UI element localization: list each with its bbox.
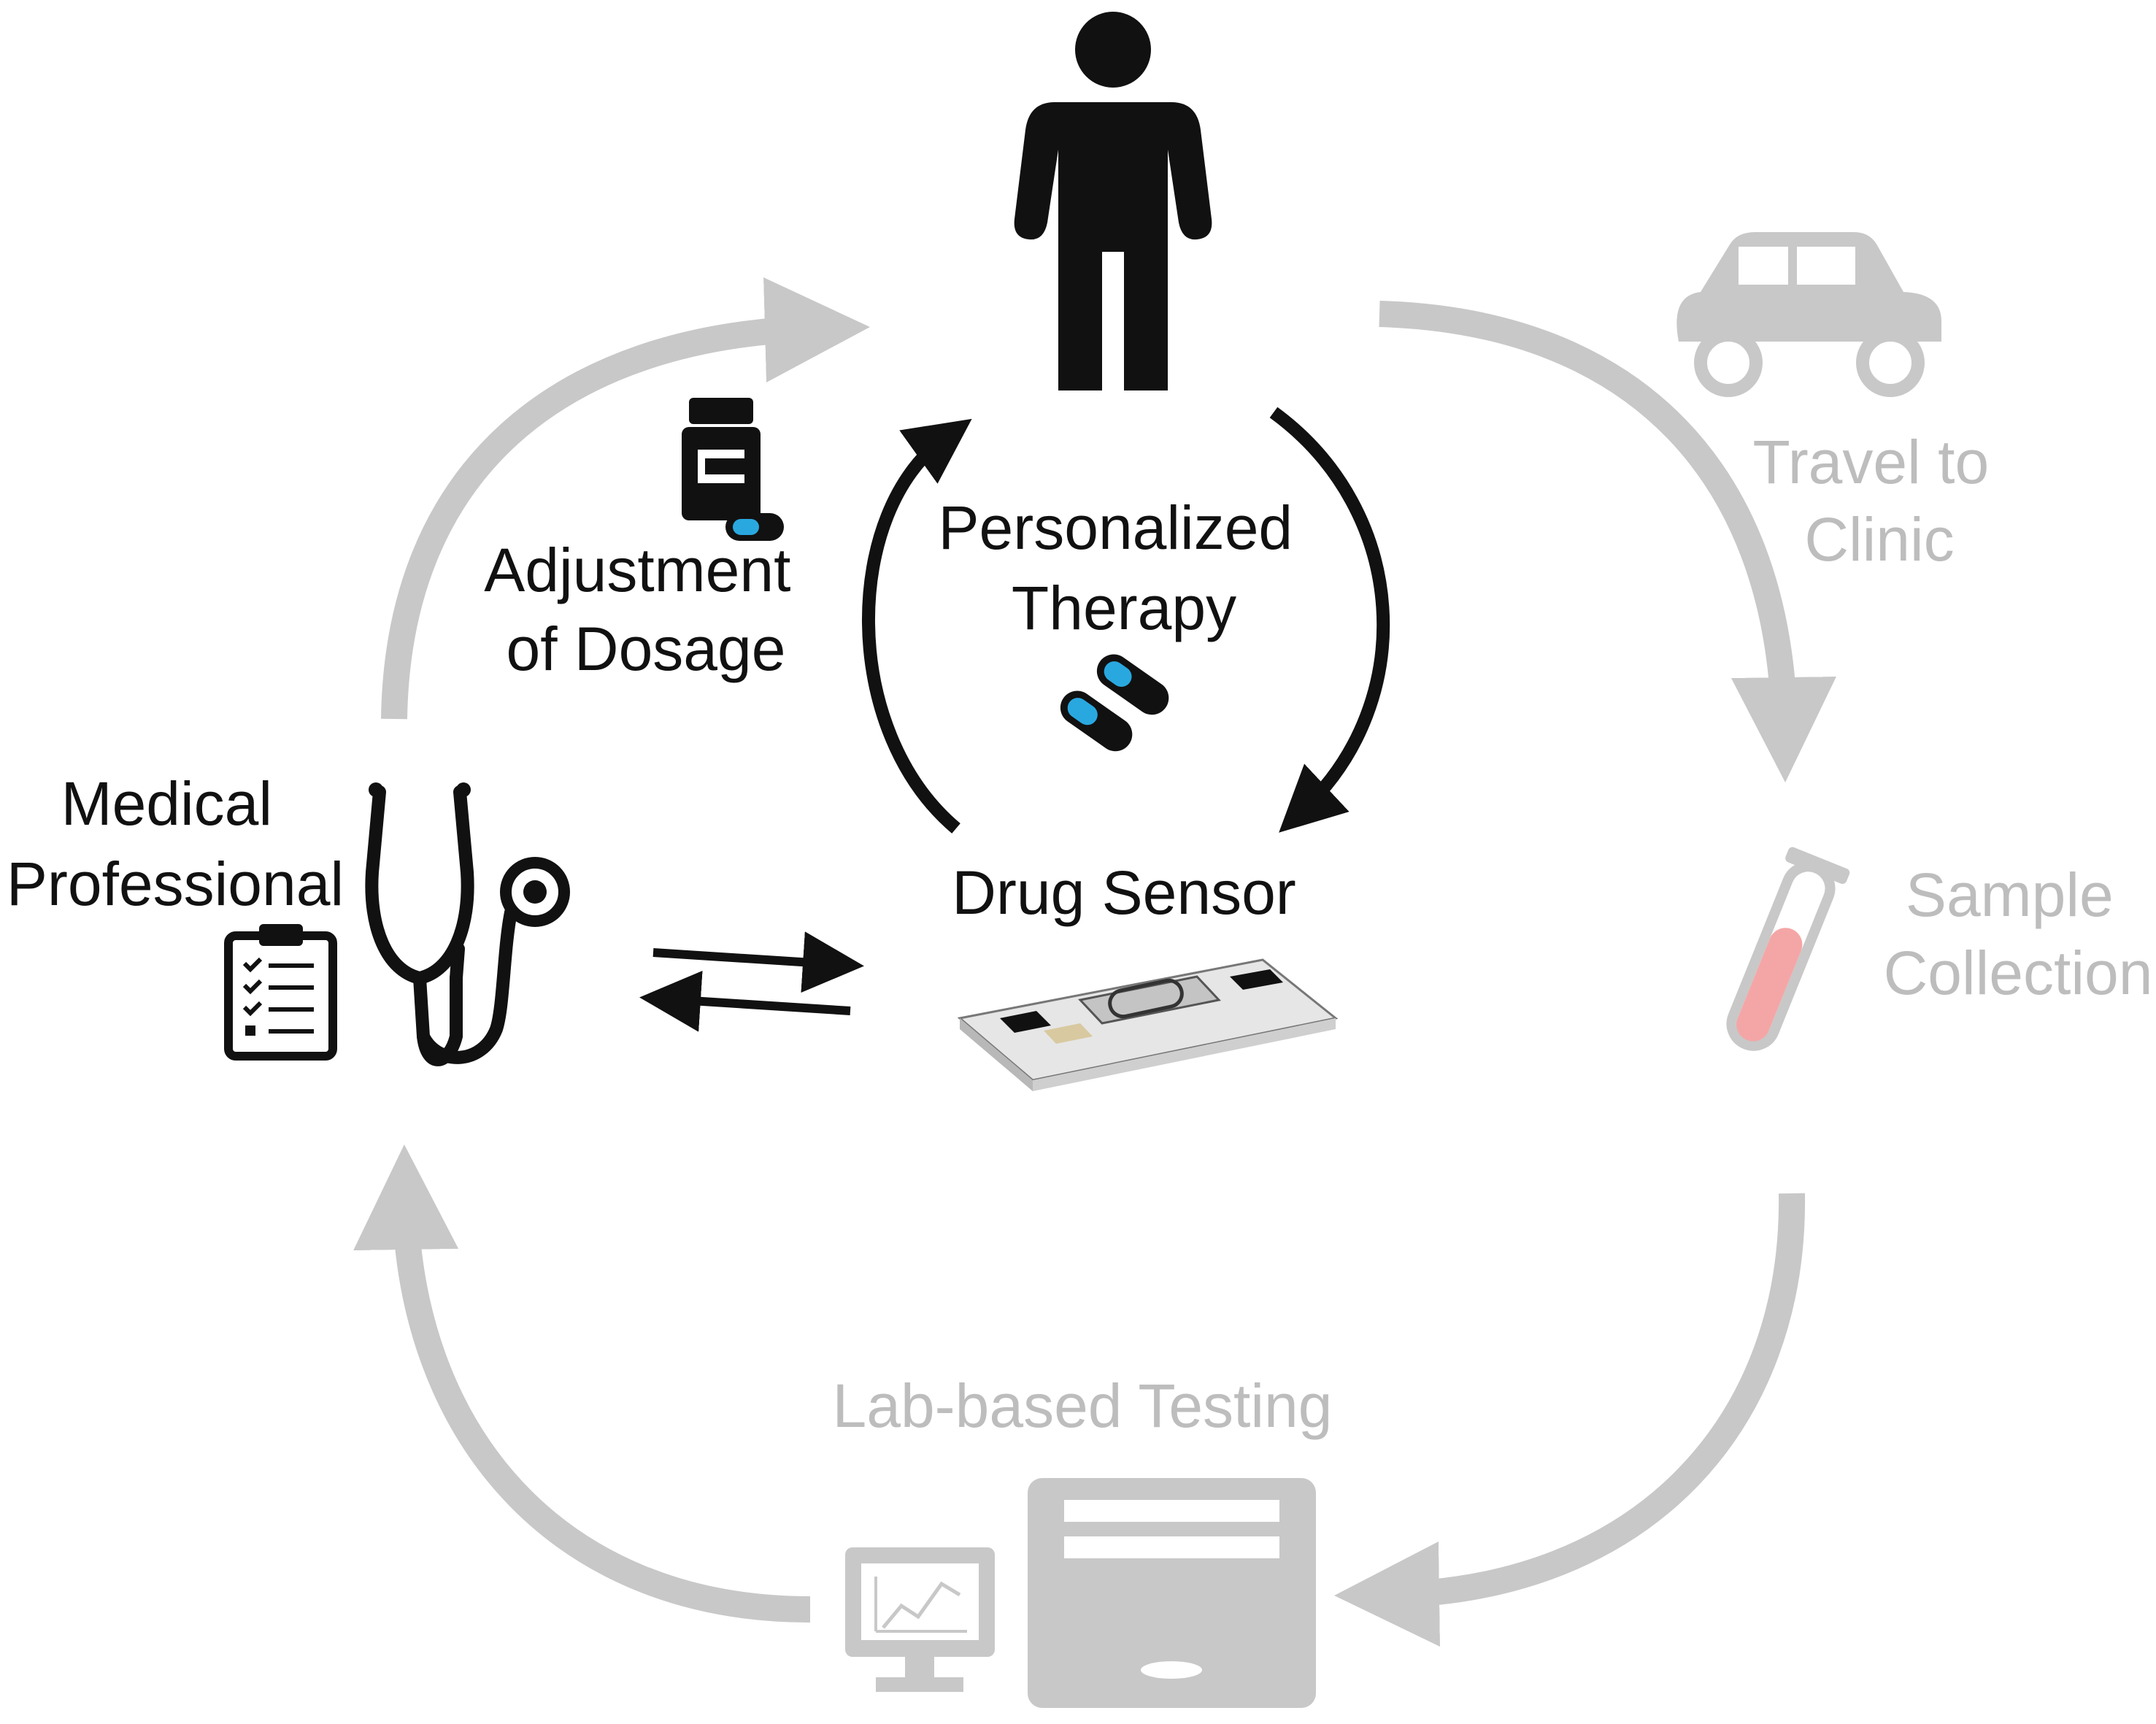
label-therapy-line2: Therapy [1012, 574, 1236, 642]
arrow-sensor-to-patient [862, 418, 972, 834]
arrow-patient-to-travel [1379, 301, 1836, 782]
capsules-icon [1060, 654, 1169, 752]
clipboard-icon [224, 924, 337, 1061]
label-sample-collection: Sample Collection [1884, 861, 2153, 1007]
label-travel-to-clinic: Travel to Clinic [1753, 428, 2006, 574]
label-drug-sensor: Drug Sensor [952, 858, 1296, 927]
label-professional-line2: Professional [7, 850, 344, 918]
stethoscope-icon [365, 782, 570, 1066]
arrow-to-professional [639, 970, 851, 1032]
label-personalized-therapy: Personalized Therapy [939, 493, 1310, 642]
inner-cycle [862, 407, 1390, 834]
arrow-professional-to-patient [381, 277, 870, 720]
label-sample-line1: Sample [1906, 861, 2114, 929]
label-clinic-line2: Clinic [1804, 505, 1954, 574]
label-medical-line1: Medical [61, 769, 272, 838]
label-collection-line2: Collection [1884, 939, 2153, 1007]
arrow-lab-to-professional [353, 1144, 811, 1623]
label-lab-based-testing: Lab-based Testing [833, 1371, 1333, 1440]
pill-bottle-icon [682, 398, 784, 541]
exchange-arrows [639, 931, 864, 1032]
person-icon [1014, 12, 1212, 390]
car-icon [1676, 232, 1941, 397]
label-travel-line1: Travel to [1753, 428, 1990, 496]
arrow-patient-to-sensor [1269, 407, 1390, 833]
label-adjustment-of-dosage: Adjustment of Dosage [484, 536, 808, 683]
label-adjustment-line1: Adjustment [484, 536, 790, 604]
arrow-to-sensor [652, 931, 864, 993]
label-personalized-line1: Personalized [939, 493, 1293, 562]
label-dosage-line2: of Dosage [507, 615, 786, 683]
drug-sensor-chip-icon [957, 958, 1339, 1091]
outer-cycle [353, 277, 1836, 1647]
lab-analyzer-icon [1028, 1478, 1316, 1708]
monitor-chart-icon [845, 1547, 995, 1692]
test-tube-icon [1726, 847, 1850, 1051]
arrow-sample-to-lab [1334, 1193, 1806, 1647]
label-medical-professional: Medical Professional [7, 769, 344, 918]
